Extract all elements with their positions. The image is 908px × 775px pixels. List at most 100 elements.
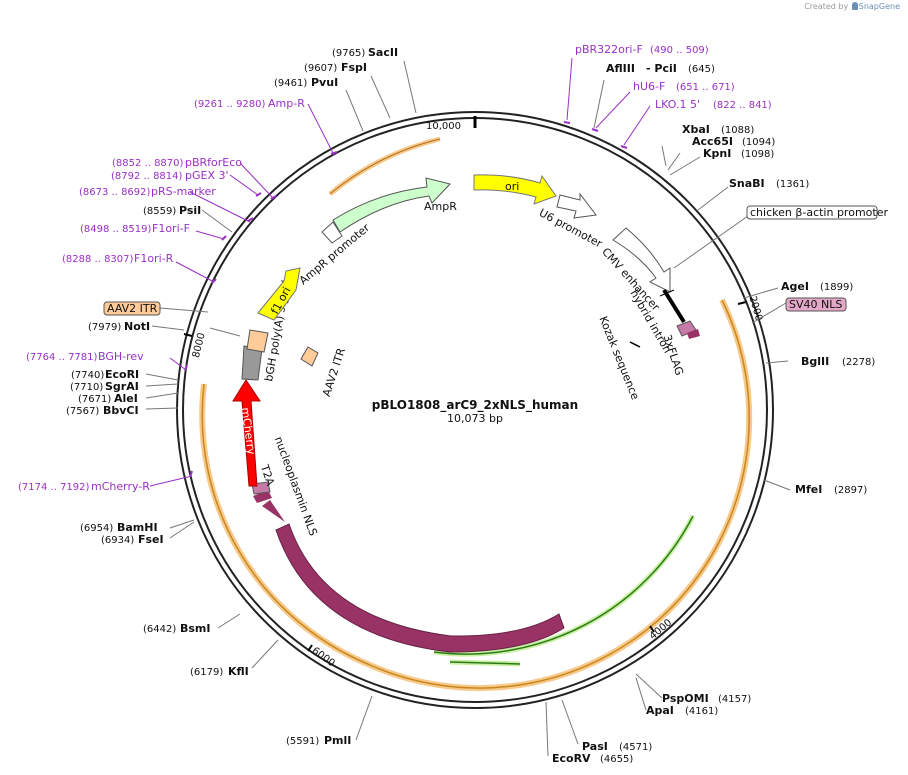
feature-f1-ori[interactable]: f1 ori bbox=[257, 267, 301, 321]
site-pasi[interactable]: PasI (4571) bbox=[582, 740, 652, 753]
feature-kozak[interactable]: Kozak sequence bbox=[596, 314, 641, 401]
svg-text:BglII: BglII bbox=[801, 355, 829, 368]
tick-label-10000: 10,000 bbox=[426, 121, 461, 132]
svg-text:AAV2 ITR: AAV2 ITR bbox=[320, 346, 348, 398]
svg-text:Amp-R: Amp-R bbox=[268, 97, 305, 110]
primer-amp-r[interactable]: (9261 .. 9280) Amp-R bbox=[194, 97, 305, 110]
site-ecori[interactable]: (7740) EcoRI bbox=[71, 368, 139, 381]
primer-pgex-3[interactable]: (8792 .. 8814) pGEX 3' bbox=[111, 169, 229, 182]
site-psii[interactable]: (8559) PsiI bbox=[143, 204, 201, 217]
svg-text:(5591): (5591) bbox=[286, 736, 319, 747]
svg-text:nucleoplasmin NLS: nucleoplasmin NLS bbox=[272, 435, 320, 538]
svg-text:ori: ori bbox=[505, 180, 519, 193]
site-fspi[interactable]: (9607) FspI bbox=[304, 61, 367, 74]
svg-text:(6442): (6442) bbox=[143, 624, 176, 635]
primer-f1ori-r[interactable]: (8288 .. 8307) F1ori-R bbox=[62, 252, 174, 265]
svg-text:(9461): (9461) bbox=[274, 78, 307, 89]
svg-text:(822 .. 841): (822 .. 841) bbox=[713, 100, 772, 111]
feature-aav2-itr-inner[interactable]: AAV2 ITR bbox=[300, 346, 348, 398]
svg-text:AgeI: AgeI bbox=[781, 280, 809, 293]
site-xbai[interactable]: XbaI (1088) bbox=[682, 123, 754, 136]
site-ecorv[interactable]: EcoRV (4655) bbox=[552, 752, 633, 765]
orf-tracks bbox=[199, 136, 753, 692]
primer-prs-marker[interactable]: (8673 .. 8692) pRS-marker bbox=[79, 185, 216, 198]
label-chicken-actin-promoter[interactable]: chicken β-actin promoter bbox=[746, 205, 888, 220]
feature-ori[interactable]: ori bbox=[473, 174, 557, 205]
svg-text:(7671): (7671) bbox=[78, 394, 111, 405]
site-mfei[interactable]: MfeI (2897) bbox=[795, 483, 867, 496]
feature-3xflag[interactable]: 3xFLAG bbox=[661, 320, 697, 377]
svg-text:SV40 NLS: SV40 NLS bbox=[789, 298, 842, 311]
svg-text:mCherry-R: mCherry-R bbox=[91, 480, 150, 493]
site-pmli[interactable]: (5591) PmlI bbox=[286, 734, 351, 747]
svg-text:(7567): (7567) bbox=[66, 406, 99, 417]
feature-ampr-promoter[interactable]: AmpR promoter bbox=[297, 221, 373, 287]
svg-text:AAV2 ITR: AAV2 ITR bbox=[107, 302, 158, 315]
feature-mcherry[interactable]: mCherry bbox=[232, 379, 261, 487]
site-bamhi[interactable]: (6954) BamHI bbox=[80, 521, 158, 534]
svg-text:PvuI: PvuI bbox=[311, 76, 338, 89]
svg-text:(7740): (7740) bbox=[71, 370, 104, 381]
snapgene-credit: Created by SnapGene bbox=[804, 2, 900, 11]
site-snabi[interactable]: SnaBI (1361) bbox=[729, 177, 809, 190]
svg-text:pBRforEco: pBRforEco bbox=[185, 156, 242, 169]
svg-text:(1094): (1094) bbox=[742, 137, 775, 148]
primer-bgh-rev[interactable]: (7764 .. 7781) BGH-rev bbox=[26, 350, 144, 363]
site-bsmi[interactable]: (6442) BsmI bbox=[143, 622, 211, 635]
feature-u6-promoter[interactable]: U6 promoter bbox=[537, 192, 605, 251]
feature-ampr[interactable]: AmpR bbox=[332, 177, 457, 233]
site-noti[interactable]: (7979) NotI bbox=[88, 320, 150, 333]
site-agei[interactable]: AgeI (1899) bbox=[781, 280, 853, 293]
svg-text:(6954): (6954) bbox=[80, 523, 113, 534]
svg-text:PsiI: PsiI bbox=[179, 204, 201, 217]
label-sv40-nls[interactable]: SV40 NLS bbox=[785, 297, 847, 312]
primer-f1ori-f[interactable]: (8498 .. 8519) F1ori-F bbox=[80, 222, 190, 235]
primer-markers bbox=[184, 121, 628, 478]
primer-hu6-f[interactable]: hU6-F (651 .. 671) bbox=[633, 80, 735, 93]
site-apai[interactable]: ApaI (4161) bbox=[646, 704, 718, 717]
svg-text:(7764 .. 7781): (7764 .. 7781) bbox=[26, 352, 98, 363]
site-acc65i[interactable]: Acc65I (1094) bbox=[692, 135, 775, 148]
svg-text:BbvCI: BbvCI bbox=[103, 404, 139, 417]
site-alei[interactable]: (7671) AleI bbox=[78, 392, 138, 405]
svg-text:(7174 .. 7192): (7174 .. 7192) bbox=[18, 482, 90, 493]
svg-text:(651 .. 671): (651 .. 671) bbox=[676, 82, 735, 93]
site-kfli[interactable]: (6179) KflI bbox=[190, 665, 249, 678]
svg-text:(490 .. 509): (490 .. 509) bbox=[650, 45, 709, 56]
svg-text:FseI: FseI bbox=[138, 533, 164, 546]
svg-text:EcoRI: EcoRI bbox=[105, 368, 139, 381]
primer-mcherry-r[interactable]: (7174 .. 7192) mCherry-R bbox=[18, 480, 150, 493]
site-bbvci[interactable]: (7567) BbvCI bbox=[66, 404, 139, 417]
svg-text:(8792 .. 8814): (8792 .. 8814) bbox=[111, 171, 183, 182]
primer-pbrforeco[interactable]: (8852 .. 8870) pBRforEco bbox=[112, 156, 242, 169]
svg-text:(2897): (2897) bbox=[834, 485, 867, 496]
site-pspomi[interactable]: PspOMI (4157) bbox=[662, 692, 751, 705]
site-sacii[interactable]: (9765) SacII bbox=[332, 46, 398, 59]
svg-text:(4157): (4157) bbox=[718, 694, 751, 705]
svg-text:NotI: NotI bbox=[124, 320, 150, 333]
site-sgrai[interactable]: (7710) SgrAI bbox=[70, 380, 139, 393]
svg-text:(1361): (1361) bbox=[776, 179, 809, 190]
site-bglii[interactable]: BglII (2278) bbox=[801, 355, 875, 368]
site-afliii-pcii[interactable]: AflIII - PciI (645) bbox=[606, 62, 715, 75]
svg-text:AmpR: AmpR bbox=[424, 200, 457, 213]
svg-text:AflIII: AflIII bbox=[606, 62, 635, 75]
svg-text:(1098): (1098) bbox=[741, 149, 774, 160]
site-kpni[interactable]: KpnI (1098) bbox=[703, 147, 774, 160]
svg-text:SgrAI: SgrAI bbox=[105, 380, 139, 393]
svg-text:BGH-rev: BGH-rev bbox=[98, 350, 144, 363]
svg-text:KpnI: KpnI bbox=[703, 147, 731, 160]
svg-text:(9765): (9765) bbox=[332, 48, 365, 59]
svg-text:F1ori-R: F1ori-R bbox=[134, 252, 174, 265]
svg-text:(9261 .. 9280): (9261 .. 9280) bbox=[194, 99, 266, 110]
primer-pbr322ori-f[interactable]: pBR322ori-F (490 .. 509) bbox=[575, 43, 709, 56]
svg-text:(9607): (9607) bbox=[304, 63, 337, 74]
site-pvui[interactable]: (9461) PvuI bbox=[274, 76, 338, 89]
svg-text:(4161): (4161) bbox=[685, 706, 718, 717]
label-aav2-itr[interactable]: AAV2 ITR bbox=[103, 301, 161, 316]
primer-lko1-5[interactable]: LKO.1 5' (822 .. 841) bbox=[655, 98, 772, 111]
feature-aav2-itr-left[interactable] bbox=[246, 329, 269, 353]
svg-text:pRS-marker: pRS-marker bbox=[151, 185, 216, 198]
site-fsei[interactable]: (6934) FseI bbox=[101, 533, 164, 546]
